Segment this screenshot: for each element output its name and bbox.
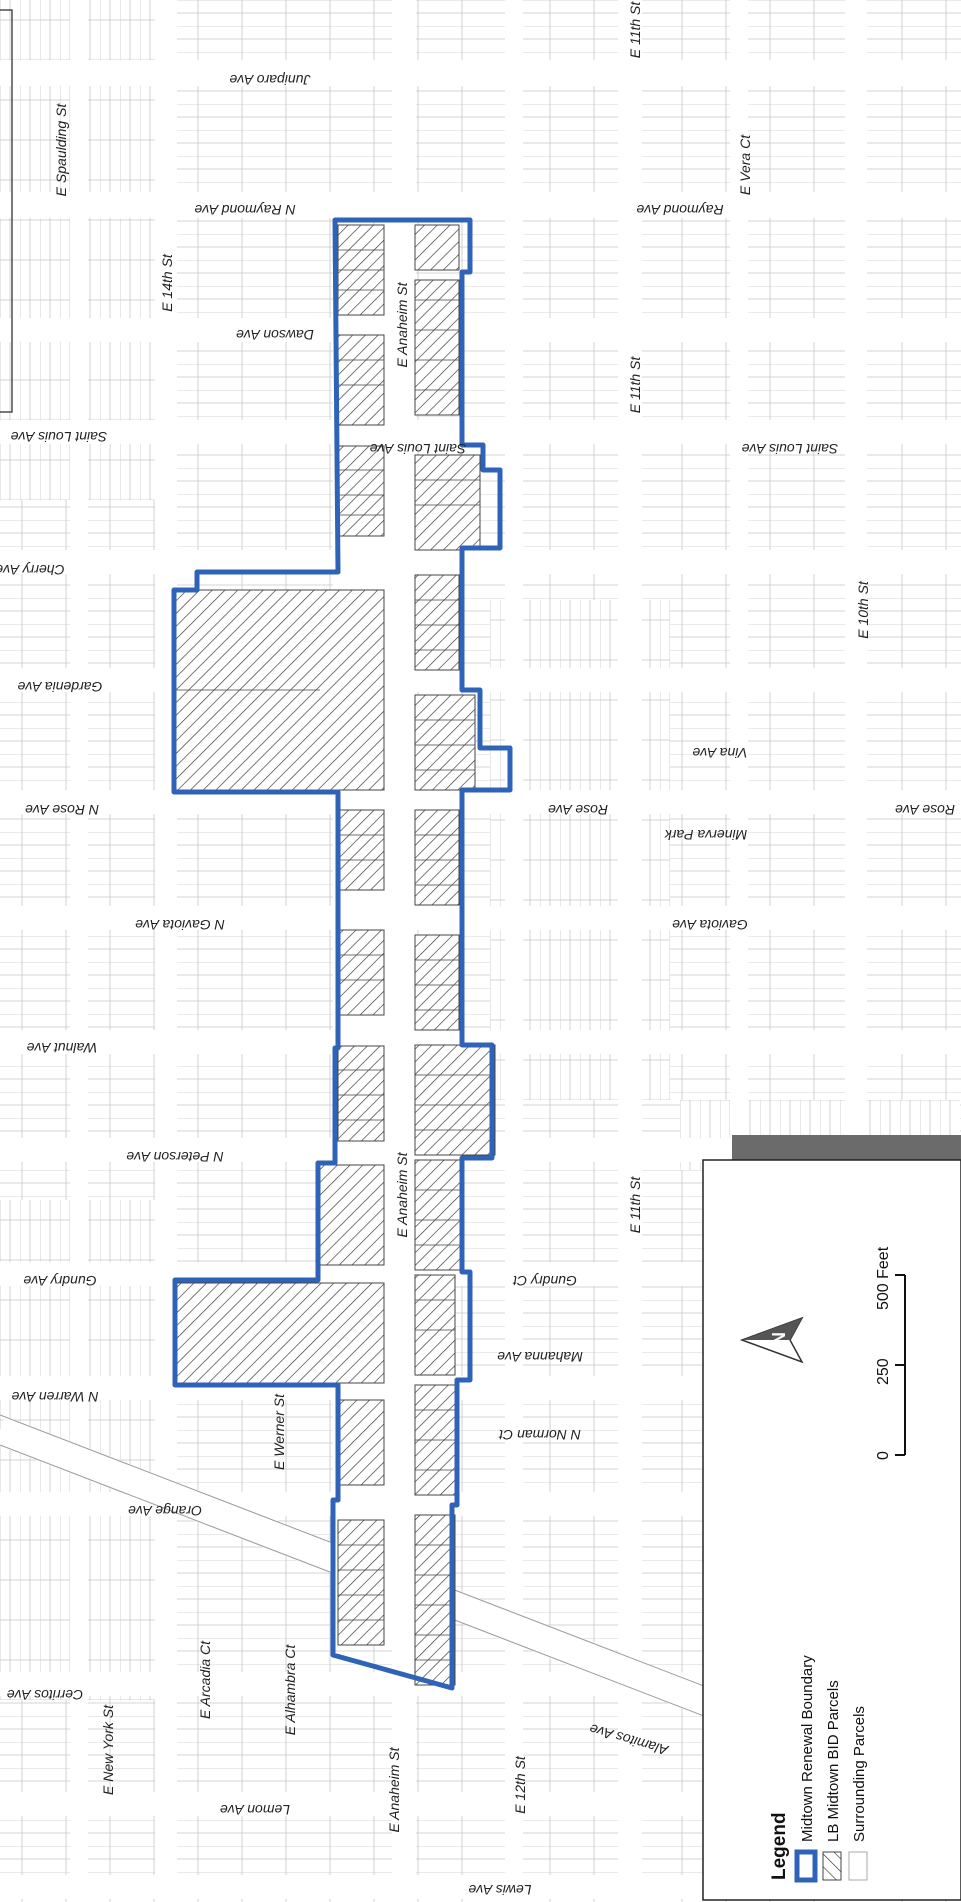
inset-frame <box>0 9 13 413</box>
street-label: E Spaulding St <box>53 103 69 197</box>
scale-tick-250: 250 <box>875 1358 892 1385</box>
street-label: N Norman Ct <box>498 1427 581 1443</box>
street-label: Dawson Ave <box>236 327 314 343</box>
street-label: Juniparo Ave <box>229 72 311 88</box>
scale-tick-500: 500 Feet <box>875 1246 892 1310</box>
street-label: Vina Ave <box>692 745 747 761</box>
street-label: E 11th St <box>627 1176 643 1234</box>
street-label: E 10th St <box>855 580 871 639</box>
legend-title: Legend <box>769 1812 790 1880</box>
legend-swatch-surrounding <box>848 1851 868 1881</box>
street-label: Gardenia Ave <box>17 679 102 695</box>
street-label: E 11th St <box>627 1 643 59</box>
legend-swatch-bid <box>822 1851 842 1881</box>
legend-panel: Legend Midtown Renewal Boundary LB Midto… <box>702 1135 961 1901</box>
street-label: E Vera Ct <box>737 134 753 195</box>
legend-swatch-boundary <box>794 1849 818 1883</box>
street-label: E Werner St <box>271 1393 287 1470</box>
street-label: Rose Ave <box>895 802 955 818</box>
street-label: E Anaheim St <box>394 281 410 367</box>
street-label: E 14th St <box>159 253 175 312</box>
street-label: Orange Ave <box>128 1503 202 1519</box>
street-label: Lemon Ave <box>220 1802 290 1818</box>
street-label: Saint Louis Ave <box>370 441 467 457</box>
street-label: E New York St <box>100 1704 116 1795</box>
legend-label-surrounding: Surrounding Parcels <box>851 1706 868 1842</box>
legend-label-boundary: Midtown Renewal Boundary <box>799 1655 816 1842</box>
street-label: N Raymond Ave <box>194 202 295 218</box>
bid-parcel-dividers <box>174 249 495 1661</box>
legend-label-bid: LB Midtown BID Parcels <box>825 1680 842 1842</box>
street-label: Gundry Ct <box>512 1273 577 1289</box>
street-label: Raymond Ave <box>636 202 723 218</box>
street-label: N Rose Ave <box>25 802 99 818</box>
street-label: E 12th St <box>512 1755 528 1814</box>
street-label: E Anaheim St <box>386 1746 402 1832</box>
scale-bar: 0 250 500 Feet <box>875 1246 906 1460</box>
street-label: Mahanna Ave <box>497 1349 583 1365</box>
street-label: Cerritos Ave <box>7 1687 83 1703</box>
street-label: Rose Ave <box>548 802 608 818</box>
street-label: Saint Louis Ave <box>742 441 839 457</box>
midtown-renewal-boundary <box>171 217 513 1691</box>
street-label: E Alhambra Ct <box>282 1644 298 1736</box>
street-label: Saint Louis Ave <box>11 429 108 445</box>
street-label: N Warren Ave <box>11 1389 98 1405</box>
street-label: E Anaheim St <box>394 1151 410 1237</box>
street-label: N Peterson Ave <box>126 1149 223 1165</box>
street-label: Lewis Ave <box>468 1882 531 1898</box>
street-label: Walnut Ave <box>27 1040 98 1056</box>
scale-tick-0: 0 <box>875 1451 892 1460</box>
street-label: E Arcadia Ct <box>197 1640 213 1719</box>
street-label: Gundry Ave <box>23 1273 96 1289</box>
north-label: N <box>769 1332 789 1345</box>
street-label: Minerva Park <box>664 827 747 843</box>
north-arrow-icon: N <box>739 1316 804 1364</box>
legend-box <box>702 1159 961 1901</box>
street-label: Cherry Ave <box>0 562 65 578</box>
street-label: E 11th St <box>627 356 643 414</box>
street-label: N Gaviota Ave <box>135 917 225 933</box>
street-label: Gaviota Ave <box>672 917 748 933</box>
